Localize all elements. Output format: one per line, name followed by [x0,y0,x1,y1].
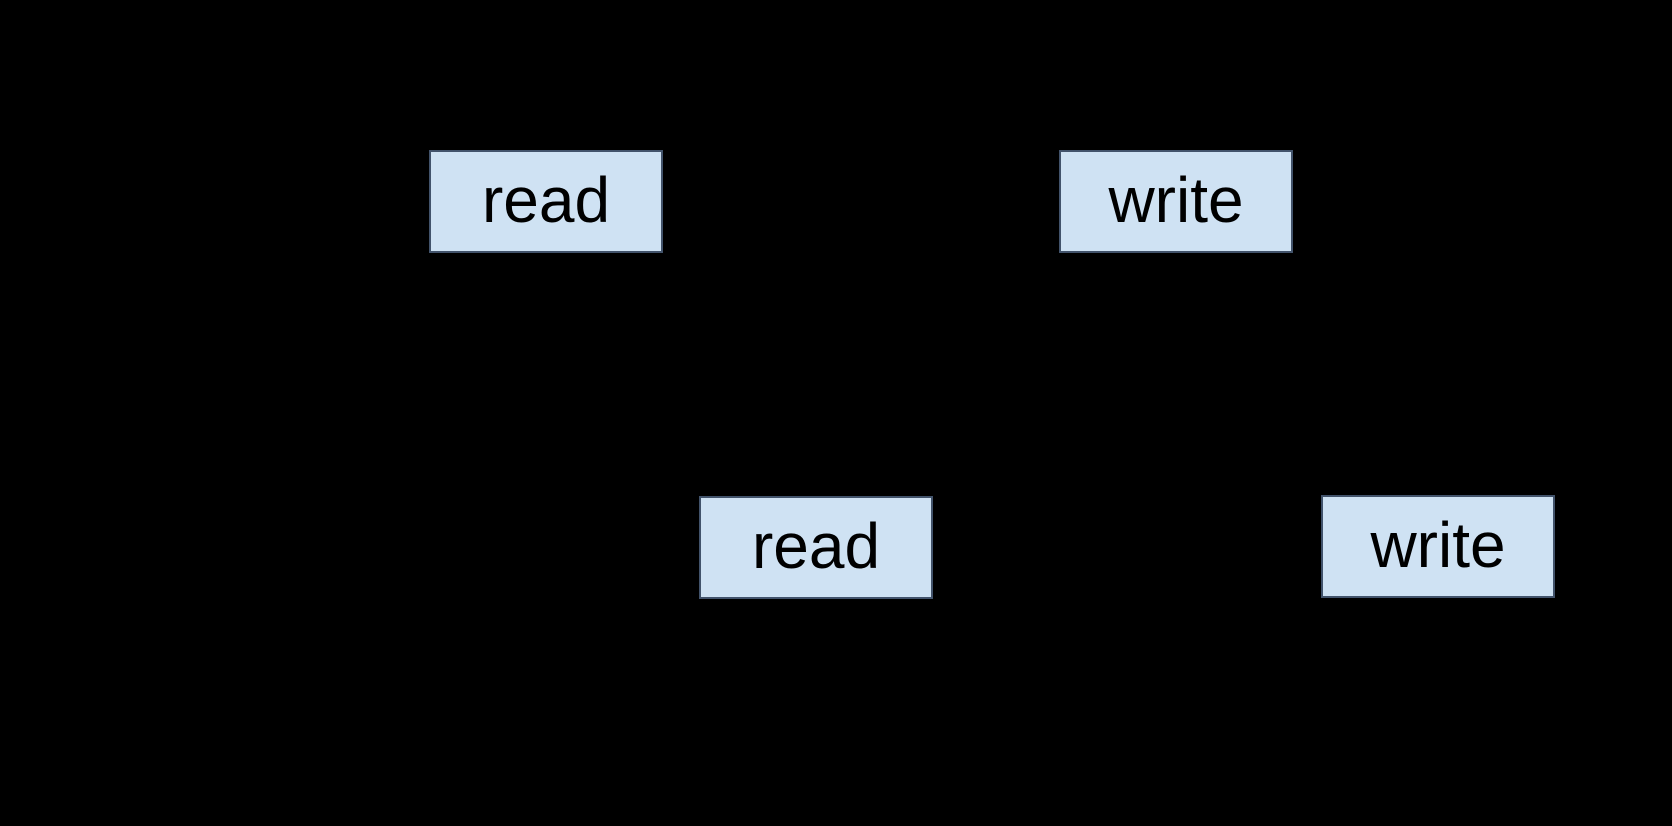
write-box-bottom-label: write [1370,508,1506,581]
write-box-top-label: write [1108,163,1244,236]
read-box-top-label: read [481,163,611,236]
read-box-top: read [429,150,663,253]
read-box-bottom: read [699,496,933,599]
read-box-bottom-label: read [751,509,881,582]
write-box-bottom: write [1321,495,1555,598]
write-box-top: write [1059,150,1293,253]
